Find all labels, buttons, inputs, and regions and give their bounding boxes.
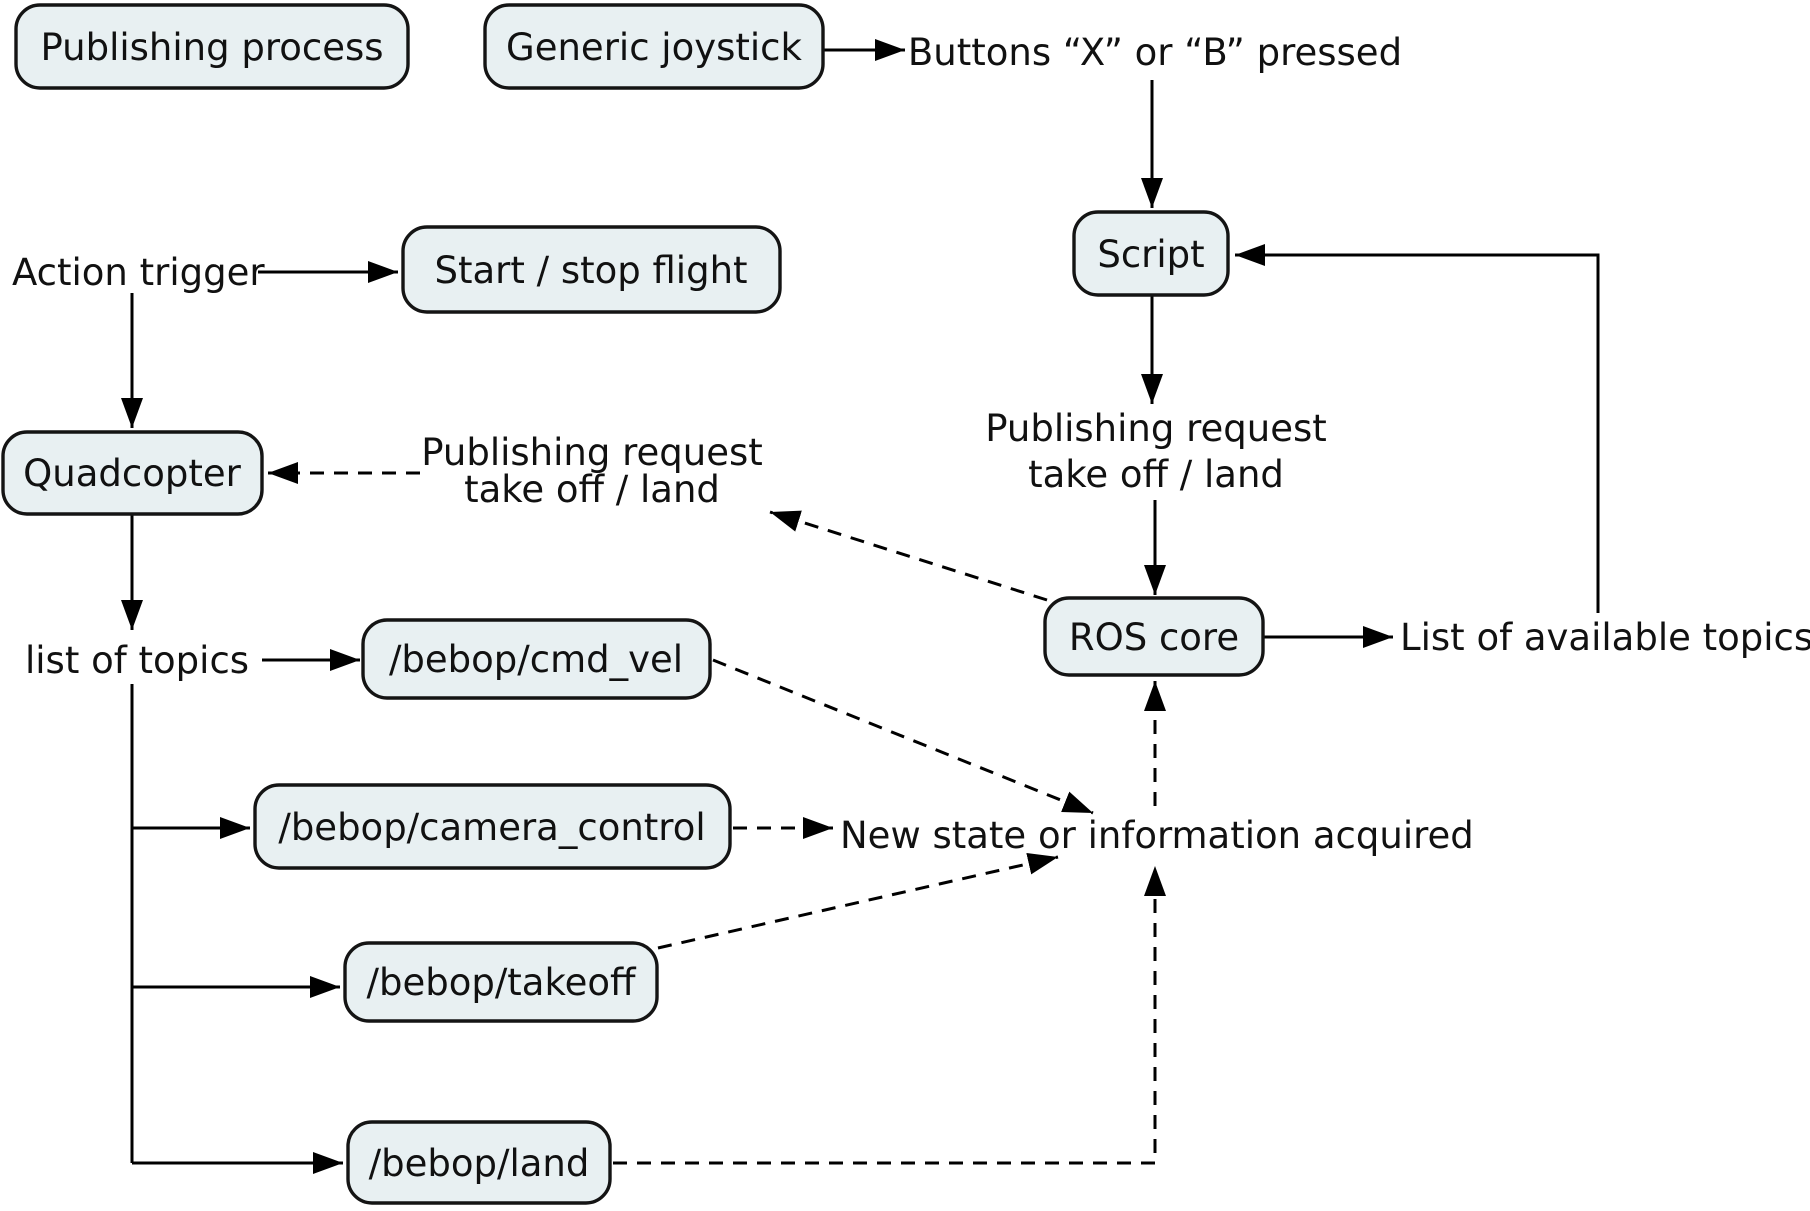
arrow-roscore-to-publishing-request-left xyxy=(769,510,1048,602)
node-bebop-cmd-vel-label: /bebop/cmd_vel xyxy=(389,638,683,681)
arrow-land-to-new-state xyxy=(613,866,1166,1165)
node-bebop-takeoff-label: /bebop/takeoff xyxy=(367,961,637,1004)
label-action-trigger: Action trigger xyxy=(12,251,265,294)
node-script: Script xyxy=(1072,210,1230,297)
node-publishing-process-label: Publishing process xyxy=(40,26,383,69)
label-buttons-pressed: Buttons “X” or “B” pressed xyxy=(908,31,1402,74)
arrow-takeoff-to-new-state xyxy=(657,852,1059,950)
node-generic-joystick-label: Generic joystick xyxy=(506,26,802,69)
node-bebop-cmd-vel-box xyxy=(361,618,712,700)
solid-arrows xyxy=(121,39,1600,1174)
label-publishing-request-left: Publishing request take off / land xyxy=(421,431,763,511)
arrow-cmdvel-to-new-state xyxy=(712,658,1094,815)
arrow-topic-list-to-script xyxy=(1235,244,1600,613)
node-ros-core-box xyxy=(1043,596,1265,677)
node-bebop-cmd-vel: /bebop/cmd_vel xyxy=(361,618,712,700)
node-generic-joystick-box xyxy=(483,3,825,90)
label-publishing-request-left-line1: Publishing request xyxy=(421,431,763,474)
node-start-stop-flight: Start / stop flight xyxy=(401,225,782,314)
node-bebop-camera-control-label: /bebop/camera_control xyxy=(278,806,705,849)
node-generic-joystick: Generic joystick xyxy=(483,3,825,90)
node-publishing-process: Publishing process xyxy=(14,3,410,90)
label-publishing-request-left-line2: take off / land xyxy=(464,468,720,511)
node-bebop-takeoff: /bebop/takeoff xyxy=(343,941,659,1023)
node-bebop-camera-control: /bebop/camera_control xyxy=(253,783,732,870)
node-ros-core: ROS core xyxy=(1043,596,1265,677)
node-start-stop-flight-label: Start / stop flight xyxy=(434,249,747,292)
node-ros-core-label: ROS core xyxy=(1069,616,1239,659)
label-list-of-available-topics: List of available topics xyxy=(1400,616,1810,659)
node-script-box xyxy=(1072,210,1230,297)
label-publishing-request-right-line1: Publishing request xyxy=(985,407,1327,450)
label-publishing-request-right: Publishing request take off / land xyxy=(985,407,1327,496)
node-bebop-land: /bebop/land xyxy=(346,1120,612,1205)
node-bebop-camera-control-box xyxy=(253,783,732,870)
dashed-arrows xyxy=(268,462,1166,1165)
node-bebop-land-box xyxy=(346,1120,612,1205)
node-script-label: Script xyxy=(1097,233,1204,276)
node-bebop-takeoff-box xyxy=(343,941,659,1023)
label-list-of-topics: list of topics xyxy=(25,639,249,682)
label-new-state: New state or information acquired xyxy=(840,814,1474,857)
node-bebop-land-label: /bebop/land xyxy=(369,1142,590,1185)
node-start-stop-flight-box xyxy=(401,225,782,314)
node-quadcopter-label: Quadcopter xyxy=(23,452,241,495)
node-quadcopter: Quadcopter xyxy=(1,430,264,516)
node-quadcopter-box xyxy=(1,430,264,516)
label-publishing-request-right-line2: take off / land xyxy=(1028,453,1284,496)
node-publishing-process-box xyxy=(14,3,410,90)
